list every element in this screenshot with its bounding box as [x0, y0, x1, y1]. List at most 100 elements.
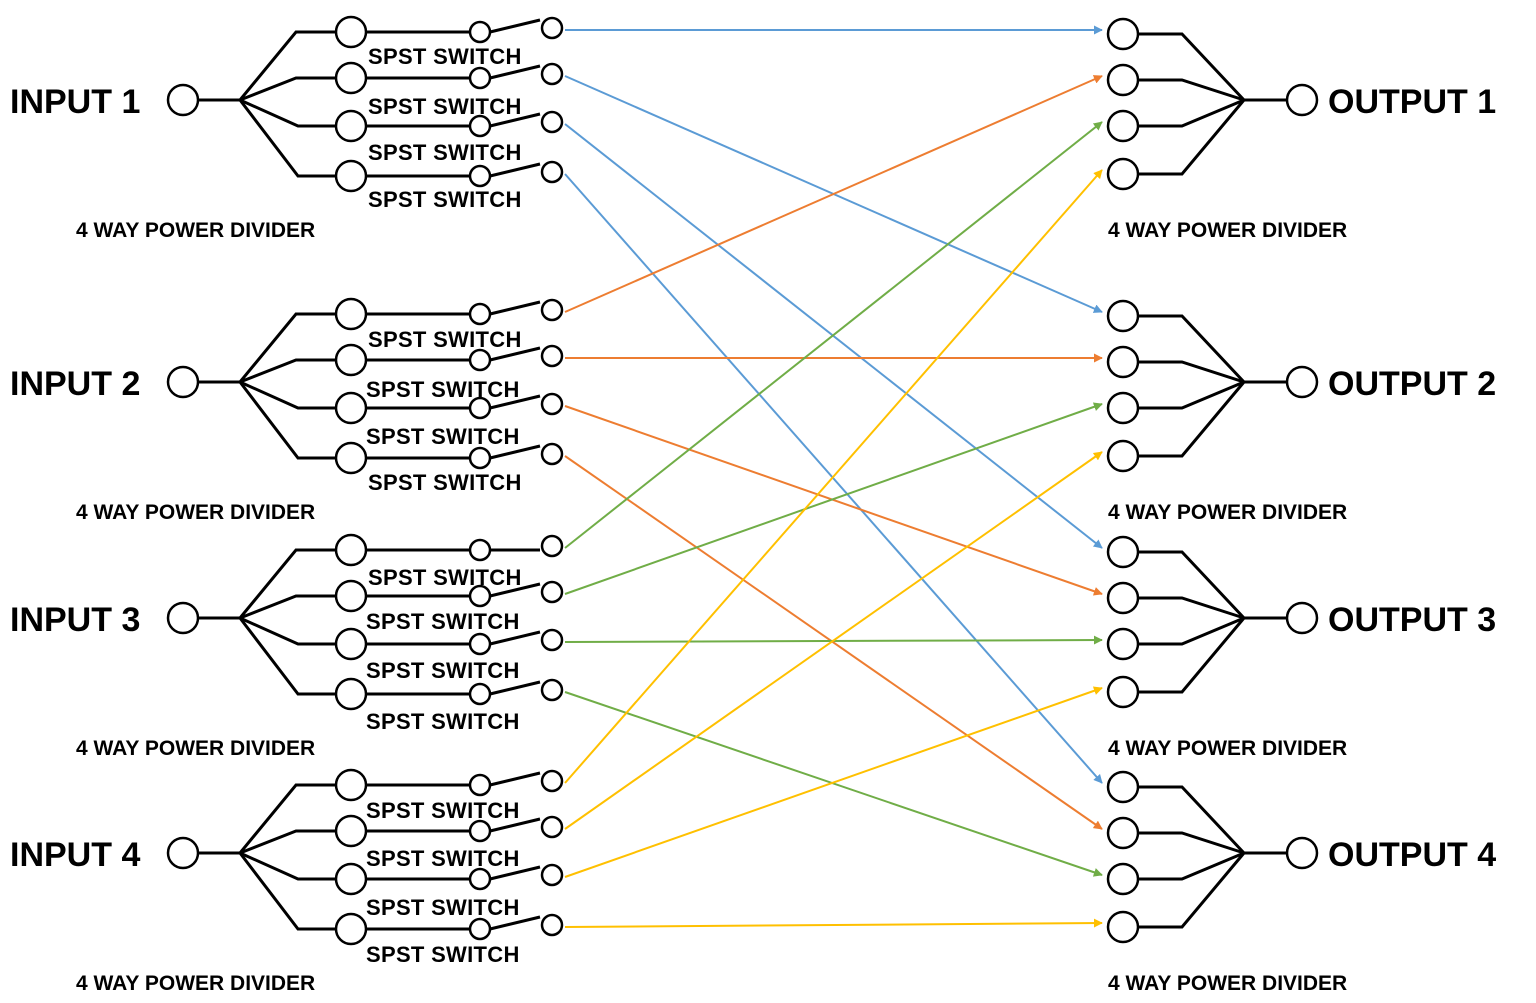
switch-blade — [489, 630, 541, 646]
combiner-branch — [1138, 851, 1245, 881]
switch-contact — [540, 769, 564, 793]
divider-branch — [238, 617, 336, 696]
switch-contact — [540, 392, 564, 416]
divider-port — [334, 579, 368, 613]
input-port — [166, 365, 200, 399]
combiner-branch — [1138, 616, 1245, 646]
switch-blade — [489, 300, 541, 316]
switch-blade — [489, 915, 541, 931]
input-port — [166, 836, 200, 870]
divider-port — [334, 627, 368, 661]
combiner-port — [1106, 391, 1140, 425]
output-port — [1285, 83, 1319, 117]
switch-contact — [540, 815, 564, 839]
divider-branch — [238, 99, 336, 178]
switch-contact — [540, 160, 564, 184]
input-divider-3 — [166, 533, 564, 711]
input-4-label: INPUT 4 — [10, 836, 140, 874]
switch-label: SPST SWITCH — [366, 377, 520, 402]
divider-branch — [239, 380, 336, 410]
switch-pole — [468, 538, 492, 562]
output-port — [1285, 836, 1319, 870]
output-port — [1285, 365, 1319, 399]
combiner-branch — [1138, 360, 1245, 384]
input-port — [166, 601, 200, 635]
switch-pole — [468, 66, 492, 90]
switch-blade — [489, 18, 541, 34]
diagram-labels: INPUT 1 INPUT 2 INPUT 3 INPUT 4 OUTPUT 1… — [10, 44, 1496, 995]
output-3-divider-label: 4 WAY POWER DIVIDER — [1108, 737, 1347, 760]
divider-port — [334, 343, 368, 377]
switch-label: SPST SWITCH — [368, 565, 522, 590]
divider-branch — [239, 851, 336, 881]
connection-arrow — [564, 173, 1103, 784]
combiner-branch — [1138, 380, 1245, 410]
switch-contact — [540, 678, 564, 702]
connection-arrow — [564, 169, 1103, 784]
divider-port — [334, 441, 368, 475]
divider-branch — [239, 616, 336, 646]
switch-label: SPST SWITCH — [368, 140, 522, 165]
input-divider-1 — [166, 15, 564, 193]
connection-arrow — [564, 75, 1103, 313]
combiner-branch — [1138, 314, 1246, 384]
switch-pole — [468, 302, 492, 326]
switch-label: SPST SWITCH — [366, 942, 520, 967]
combiner-port — [1106, 345, 1140, 379]
connection-arrow — [564, 451, 1103, 830]
combiner-branch — [1138, 99, 1246, 176]
switch-pole — [468, 632, 492, 656]
switch-contact — [540, 110, 564, 134]
combiner-port — [1106, 910, 1140, 944]
switch-label: SPST SWITCH — [366, 846, 520, 871]
switch-label: SPST SWITCH — [366, 895, 520, 920]
input-2-divider-label: 4 WAY POWER DIVIDER — [76, 501, 315, 524]
combiner-branch — [1138, 831, 1245, 855]
switch-pole — [468, 773, 492, 797]
switch-contact — [540, 534, 564, 558]
output-divider-2 — [1106, 299, 1319, 473]
switch-contact — [540, 580, 564, 604]
divider-branch — [238, 852, 336, 931]
switch-pole — [468, 819, 492, 843]
switch-label: SPST SWITCH — [366, 709, 520, 734]
combiner-port — [1106, 581, 1140, 615]
combiner-port — [1106, 63, 1140, 97]
switch-contact — [540, 628, 564, 652]
switch-label: SPST SWITCH — [366, 609, 520, 634]
switch-blade — [489, 346, 541, 362]
switch-contact — [540, 16, 564, 40]
connection-arrow — [564, 918, 1103, 928]
switch-label: SPST SWITCH — [368, 44, 522, 69]
switch-label: SPST SWITCH — [366, 424, 520, 449]
input-port — [166, 83, 200, 117]
switch-blade — [489, 865, 541, 881]
input-2-label: INPUT 2 — [10, 365, 140, 403]
combiner-branch — [1138, 98, 1245, 128]
divider-port — [334, 159, 368, 193]
input-4-divider-label: 4 WAY POWER DIVIDER — [76, 972, 315, 995]
divider-port — [334, 533, 368, 567]
combiner-branch — [1138, 785, 1246, 855]
input-divider-2 — [166, 297, 564, 475]
divider-port — [334, 61, 368, 95]
divider-port — [334, 912, 368, 946]
switch-blade — [489, 582, 541, 598]
combiner-port — [1106, 439, 1140, 473]
divider-port — [334, 862, 368, 896]
switch-pole — [468, 164, 492, 188]
combiner-port — [1106, 109, 1140, 143]
switch-pole — [468, 917, 492, 941]
combiner-port — [1106, 535, 1140, 569]
switch-blade — [489, 64, 541, 80]
connection-arrows — [564, 25, 1103, 928]
switch-pole — [468, 682, 492, 706]
switch-contact — [540, 863, 564, 887]
divider-port — [334, 297, 368, 331]
output-1-label: OUTPUT 1 — [1328, 83, 1496, 121]
switch-blade — [489, 680, 541, 696]
output-2-label: OUTPUT 2 — [1328, 365, 1496, 403]
combiner-branch — [1138, 596, 1245, 620]
switch-blade — [489, 817, 541, 833]
